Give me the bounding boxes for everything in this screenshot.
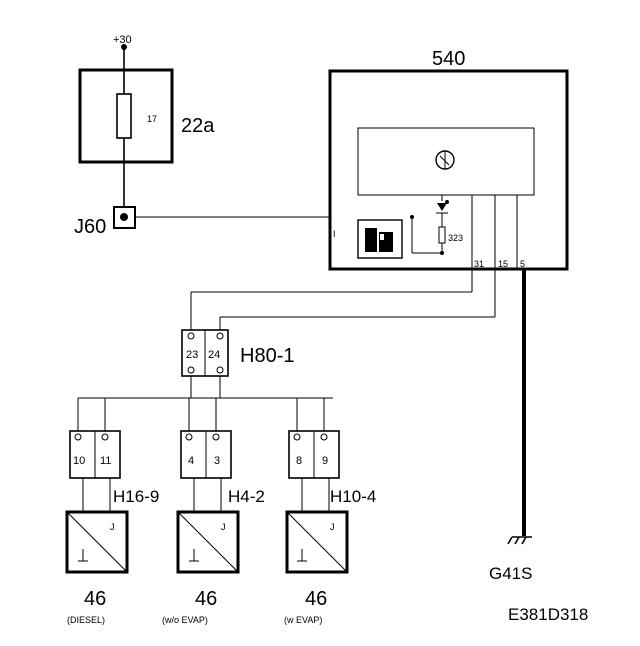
sender-icon: J: [176, 510, 240, 574]
connector-h4-2: 4 3: [180, 430, 232, 479]
sender-variant: (w EVAP): [284, 615, 322, 625]
module-pin-i: I: [333, 229, 336, 239]
sender-number: 46: [305, 588, 327, 610]
h10-pin-b: 9: [322, 455, 328, 467]
junction-label: J60: [74, 216, 106, 238]
connector-h16-9-label: H16-9: [113, 487, 159, 506]
sender-variant: (w/o EVAP): [162, 615, 208, 625]
connector-h4-2-label: H4-2: [228, 487, 265, 506]
h10-pin-a: 8: [296, 455, 302, 467]
sender-icon: J: [65, 510, 129, 574]
gauge-icon: [435, 150, 455, 170]
fuse-number: 17: [147, 114, 157, 124]
ground-label: G41S: [489, 564, 532, 583]
connector-h10-4: 8 9: [288, 430, 340, 479]
module-pin-15: 15: [498, 259, 508, 269]
h4-pin-a: 4: [188, 455, 194, 467]
h16-pin-b: 11: [100, 455, 111, 467]
connector-h80-1: 23 24: [181, 329, 229, 377]
fuse-box-label: 22a: [181, 115, 215, 137]
module-pin-31: 31: [474, 259, 484, 269]
sender-icon: J: [285, 510, 349, 574]
sender-variant: (DIESEL): [67, 615, 105, 625]
module-label: 540: [432, 48, 465, 70]
fuel-pump-icon: [357, 219, 403, 259]
fuse-icon: [116, 93, 132, 139]
svg-text:J: J: [221, 522, 226, 532]
h16-pin-a: 10: [73, 455, 85, 467]
sender-number: 46: [195, 588, 217, 610]
sender-number: 46: [84, 588, 106, 610]
h80-pin-a: 23: [186, 349, 198, 361]
svg-text:J: J: [330, 522, 335, 532]
diagram-id: E381D318: [508, 605, 588, 624]
ground-icon: [507, 536, 532, 545]
module-pin-5: 5: [520, 259, 525, 269]
resistor-icon: [438, 226, 446, 244]
connector-h16-9: 10 11: [69, 430, 121, 479]
connector-h10-4-label: H10-4: [330, 487, 376, 506]
resistor-label: 323: [448, 233, 463, 243]
connector-h80-1-label: H80-1: [240, 345, 294, 367]
svg-text:J: J: [110, 522, 115, 532]
h4-pin-b: 3: [214, 455, 220, 467]
supply-label: +30: [113, 34, 132, 46]
h80-pin-b: 24: [208, 349, 220, 361]
